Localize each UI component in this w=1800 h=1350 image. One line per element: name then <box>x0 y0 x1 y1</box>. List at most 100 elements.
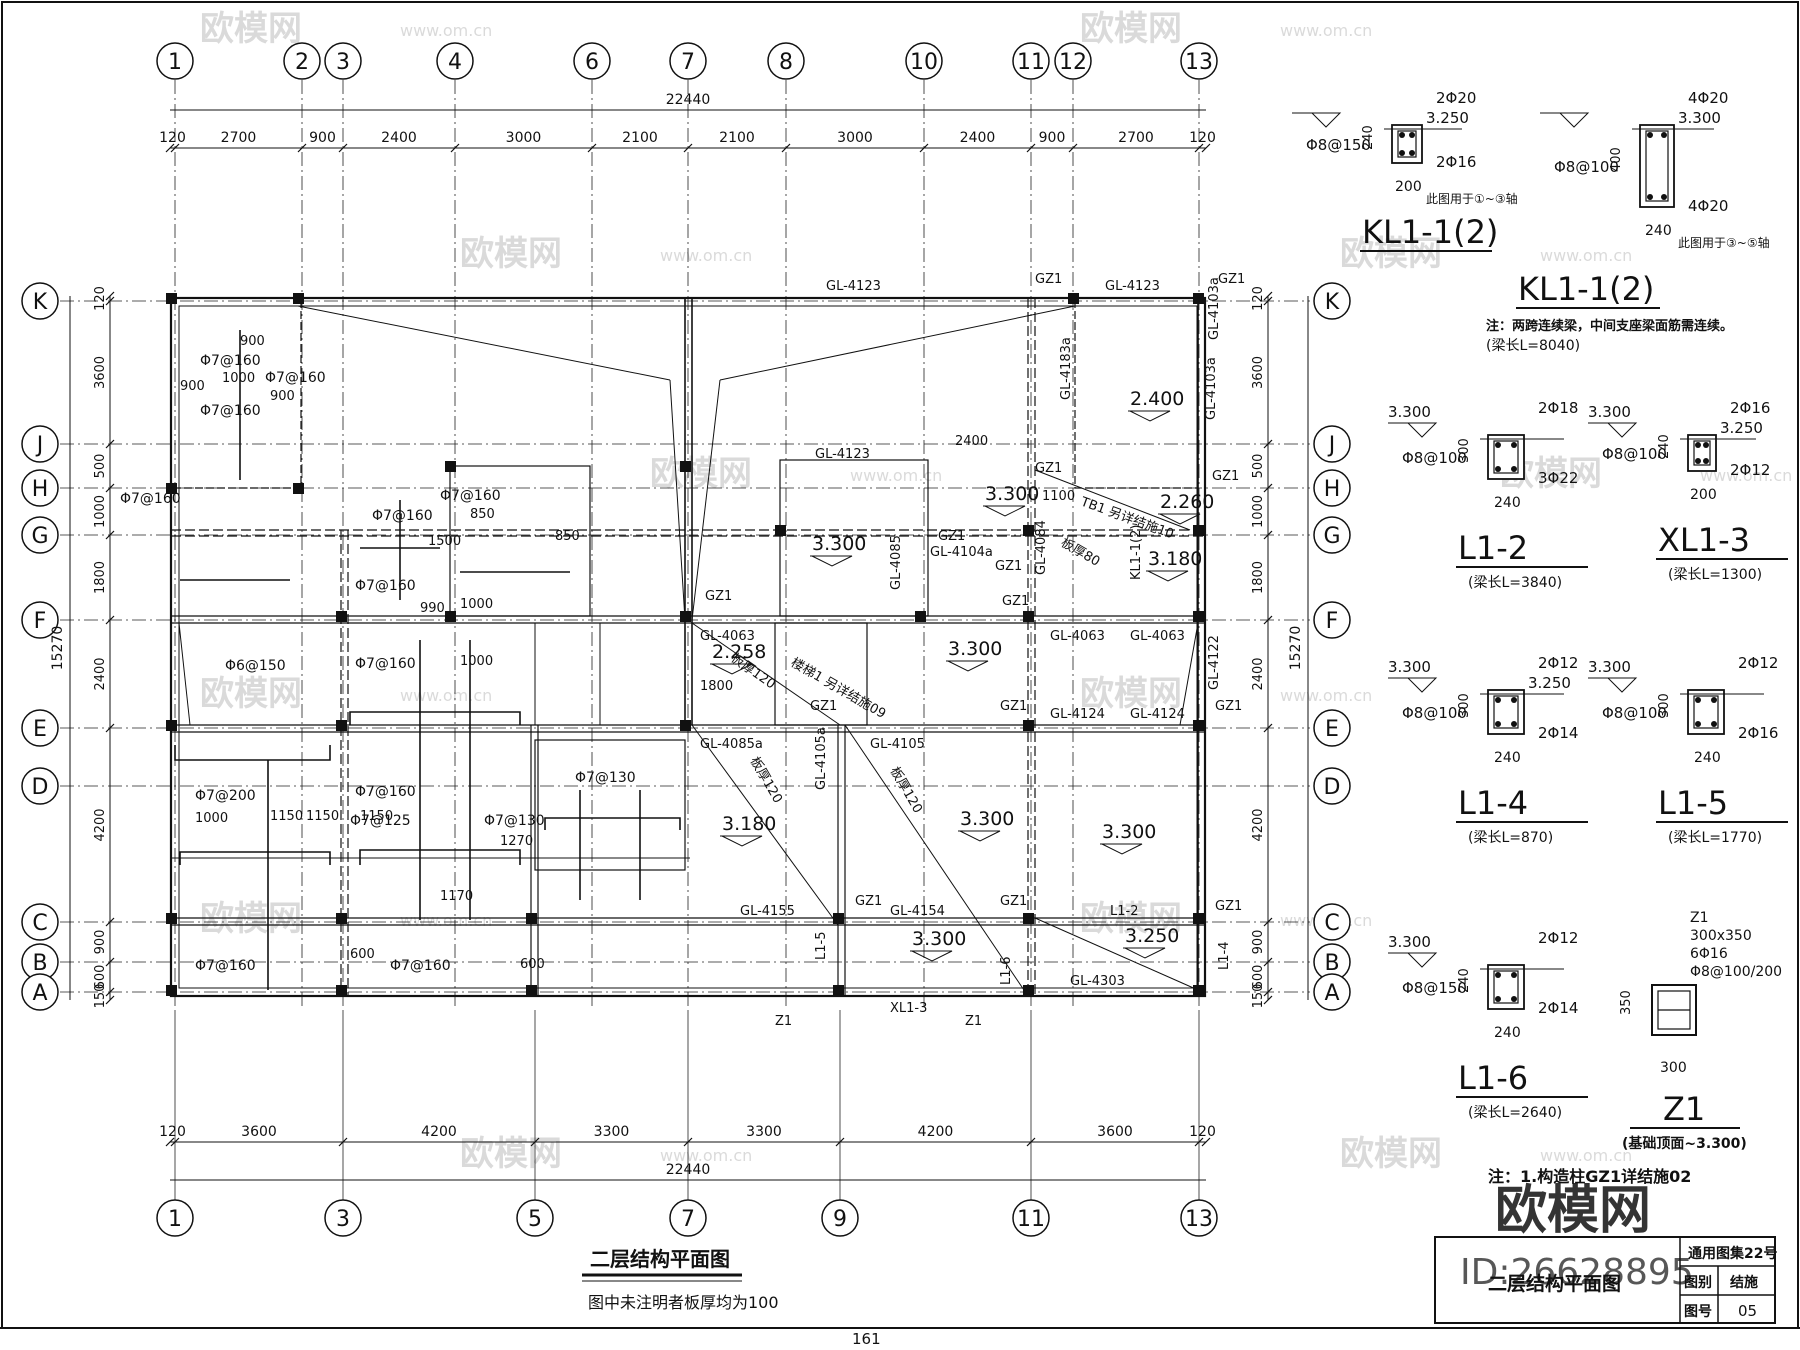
section-l1-2-bottom-bars: 3Φ22 <box>1538 469 1578 487</box>
section-l1-2-title: L1-2 <box>1458 529 1528 567</box>
section-l1-2-elevation: 3.300 <box>1388 403 1431 421</box>
rebar-label: Φ7@160 <box>372 508 433 524</box>
section-l1-4-elev-marker <box>1388 677 1438 693</box>
section-l1-5-elev-marker <box>1588 677 1638 693</box>
beam-label: GL-4124 <box>1050 707 1105 722</box>
column-label: GZ1 <box>1000 699 1027 714</box>
section-kl1-1b-stirrup-label: Φ8@100 <box>1554 158 1619 176</box>
column-marker <box>336 985 347 996</box>
column-marker <box>1023 985 1034 996</box>
beam-label: L1-4 <box>1217 942 1232 970</box>
watermark-url: www.om.cn <box>400 686 492 705</box>
bottom-dim-tick <box>170 1137 180 1147</box>
section-kl1-1b-elev-marker <box>1540 112 1590 128</box>
section-bottom-note: 注：1.构造柱GZ1详结施02 <box>1488 1167 1691 1186</box>
section-l1-6-title: L1-6 <box>1458 1059 1528 1097</box>
column-marker <box>445 611 456 622</box>
right-dim-tick <box>1263 615 1273 625</box>
number-value: 05 <box>1738 1302 1757 1320</box>
section-kl1-1a-elevation2: 3.250 <box>1426 109 1469 127</box>
column-marker <box>1023 720 1034 731</box>
beam-label: GL-4063 <box>1050 629 1105 644</box>
axis-right-D-label: D <box>1324 775 1341 800</box>
category-value: 结施 <box>1730 1274 1758 1291</box>
column-marker <box>445 461 456 472</box>
column-marker <box>833 985 844 996</box>
section-l1-6-bar <box>1495 996 1501 1002</box>
watermark-text: 欧模网 <box>200 899 302 939</box>
section-l1-6-width: 240 <box>1494 1025 1521 1041</box>
axis-top-3-bubble <box>324 42 362 80</box>
rebar-label: Φ7@130 <box>575 770 636 786</box>
beam-label: KL1-1(2) <box>1129 525 1144 580</box>
watermark-text: 欧模网 <box>460 234 562 274</box>
right-dim-value: 2400 <box>1251 657 1266 690</box>
beam-label: L1-5 <box>814 932 829 960</box>
small-dim-label: 1000 <box>460 597 493 612</box>
right-dim-value: 500 <box>1251 454 1266 479</box>
section-l1-2-bar <box>1495 442 1501 448</box>
elevation-marker <box>983 505 1026 517</box>
right-dim-value: 1000 <box>1251 495 1266 528</box>
section-kl1-1b-outline <box>1639 124 1675 208</box>
section-kl1-1a-bottom-bars: 2Φ16 <box>1436 153 1476 171</box>
axis-bottom-5-bubble <box>516 1199 554 1237</box>
column-label: GZ1 <box>995 559 1022 574</box>
top-dim-value: 2400 <box>381 130 417 146</box>
section-xl1-3-elevation: 3.300 <box>1588 403 1631 421</box>
axis-right-J-bubble <box>1313 425 1351 463</box>
watermark-url: www.om.cn <box>660 246 752 265</box>
axis-top-8-label: 8 <box>779 50 793 75</box>
bottom-dim-value: 3300 <box>594 1124 630 1140</box>
top-dim-value: 120 <box>159 130 186 146</box>
small-dim-label: 1170 <box>440 889 473 904</box>
top-dim-value: 2400 <box>960 130 996 146</box>
section-l1-4-title: L1-4 <box>1458 784 1528 822</box>
column-label: GZ1 <box>1215 699 1242 714</box>
bottom-dim-tick <box>530 1137 540 1147</box>
axis-left-E-label: E <box>33 717 47 742</box>
left-dim-value: 600 <box>93 965 108 990</box>
section-l1-5-bar <box>1695 721 1701 727</box>
axis-left-F-bubble <box>21 601 59 639</box>
section-l1-2-stirrup-label: Φ8@100 <box>1402 449 1467 467</box>
right-dim-value: 150 <box>1251 984 1266 1009</box>
slab-note: 楼梯1 另详结施09 <box>788 655 888 721</box>
axis-right-C-label: C <box>1324 911 1339 936</box>
left-dim-value: 3600 <box>93 356 108 389</box>
section-l1-2-length: (梁长L=3840) <box>1468 575 1562 591</box>
axis-top-6-bubble <box>573 42 611 80</box>
slab-note: 板厚120 <box>887 765 925 817</box>
elevation-marker <box>1128 410 1171 422</box>
axis-top-4-label: 4 <box>448 50 462 75</box>
section-z1-main: 6Φ16 <box>1690 946 1728 962</box>
section-xl1-3-top-bars: 2Φ16 <box>1730 399 1770 417</box>
top-dim-tick <box>450 143 460 153</box>
column-marker <box>293 293 304 304</box>
bottom-dim-tick <box>1201 1137 1211 1147</box>
section-xl1-3-bar <box>1695 458 1701 464</box>
section-l1-5-bar <box>1711 697 1717 703</box>
section-kl1-1b-stirrup <box>1645 130 1669 202</box>
left-dim-tick <box>105 530 115 540</box>
slab-note: 板厚120 <box>747 755 785 807</box>
right-dim-tick <box>1263 723 1273 733</box>
section-l1-2-height: 300 <box>1457 438 1472 463</box>
left-dim-value: 500 <box>93 454 108 479</box>
column-marker <box>1068 293 1079 304</box>
watermark-url: www.om.cn <box>400 911 492 930</box>
section-l1-4-elevation2: 3.250 <box>1528 674 1571 692</box>
columns-layer <box>166 293 1204 996</box>
axis-bottom-13-label: 13 <box>1185 1207 1213 1232</box>
top-dim-tick <box>1026 143 1036 153</box>
axis-top-11-label: 11 <box>1017 50 1045 75</box>
column-label: GZ1 <box>1218 272 1245 287</box>
top-total-dim: 22440 <box>666 92 711 108</box>
rebar-label: Φ7@160 <box>440 488 501 504</box>
small-dim-label: 900 <box>240 334 265 349</box>
elevation-label: 2.260 <box>1160 491 1214 513</box>
beam-label: GL-4183a <box>1059 337 1074 400</box>
top-dim-value: 120 <box>1189 130 1216 146</box>
